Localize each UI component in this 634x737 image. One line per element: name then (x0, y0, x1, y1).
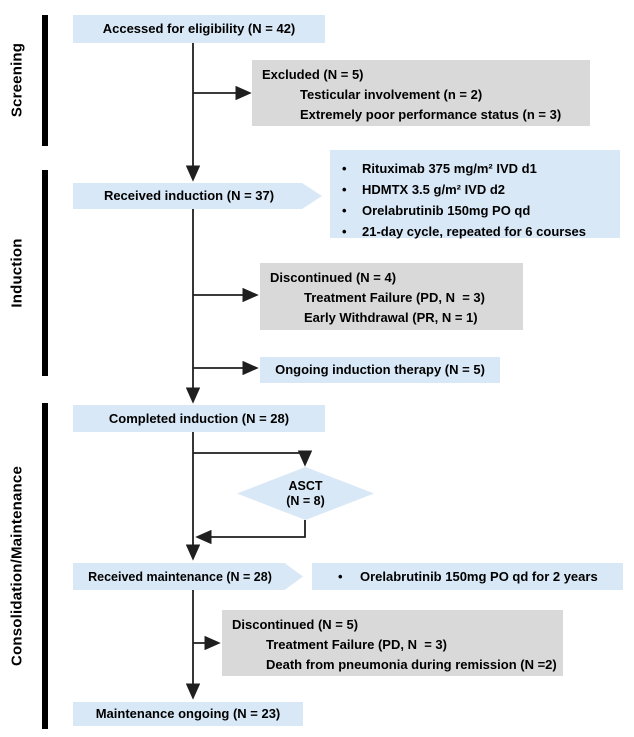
regimen-item: • HDMTX 3.5 g/m² IVD d2 (342, 179, 620, 200)
excluded-box: Excluded (N = 5) Testicular involvement … (252, 60, 590, 126)
asct-label: ASCT (288, 478, 323, 493)
maintenance-regimen-box: • Orelabrutinib 150mg PO qd for 2 years (312, 563, 623, 590)
regimen-text: 21-day cycle, repeated for 6 courses (362, 224, 587, 239)
discontinued-item: Death from pneumonia during remission (N… (266, 657, 557, 672)
discontinued-title: Discontinued (N = 5) (232, 617, 359, 632)
bullet-icon: • (342, 224, 347, 239)
discontinued-induction-box: Discontinued (N = 4) Treatment Failure (… (260, 263, 523, 330)
bullet-icon: • (342, 203, 347, 218)
arrow-to-asct (193, 450, 313, 467)
arrow-asct-return (195, 520, 306, 545)
asct-diamond: ASCT (N = 8) (237, 467, 374, 520)
regimen-item: • 21-day cycle, repeated for 6 courses (342, 221, 620, 242)
excluded-item: Testicular involvement (n = 2) (300, 87, 483, 102)
regimen-text: Orelabrutinib 150mg PO qd for 2 years (360, 568, 598, 584)
consolidation-phase-label: Consolidation/Maintenance (8, 465, 26, 667)
bullet-icon: • (338, 568, 343, 584)
bullet-icon: • (342, 182, 347, 197)
bullet-icon: • (342, 161, 347, 176)
excluded-item: Extremely poor performance status (n = 3… (300, 107, 562, 122)
ongoing-induction-box: Ongoing induction therapy (N = 5) (260, 357, 500, 383)
screening-phase-label: Screening (8, 42, 26, 118)
excluded-title: Excluded (N = 5) (262, 67, 364, 82)
accessed-eligibility-box: Accessed for eligibility (N = 42) (73, 15, 325, 43)
induction-phase-label: Induction (8, 238, 26, 308)
discontinued-title: Discontinued (N = 4) (270, 270, 397, 285)
discontinued-item: Treatment Failure (PD, N = 3) (266, 637, 447, 652)
received-maintenance-box: Received maintenance (N = 28) (73, 563, 303, 590)
discontinued-item: Early Withdrawal (PR, N = 1) (304, 310, 478, 325)
induction-phase-bar (42, 170, 48, 376)
discontinued-item: Treatment Failure (PD, N = 3) (304, 290, 485, 305)
regimen-text: HDMTX 3.5 g/m² IVD d2 (362, 182, 506, 197)
screening-phase-bar (42, 15, 48, 146)
asct-count: (N = 8) (286, 493, 325, 508)
discontinued-maintenance-box: Discontinued (N = 5) Treatment Failure (… (222, 610, 563, 676)
induction-regimen-box: • Rituximab 375 mg/m² IVD d1 • HDMTX 3.5… (330, 150, 620, 239)
completed-induction-box: Completed induction (N = 28) (73, 405, 325, 432)
maintenance-ongoing-box: Maintenance ongoing (N = 23) (73, 702, 303, 726)
regimen-text: Orelabrutinib 150mg PO qd (362, 203, 531, 218)
regimen-item: • Orelabrutinib 150mg PO qd (342, 200, 620, 221)
consolidation-phase-bar (42, 403, 48, 729)
regimen-item: • Rituximab 375 mg/m² IVD d1 (342, 158, 620, 179)
regimen-text: Rituximab 375 mg/m² IVD d1 (362, 161, 537, 176)
received-induction-box: Received induction (N = 37) (73, 183, 322, 209)
